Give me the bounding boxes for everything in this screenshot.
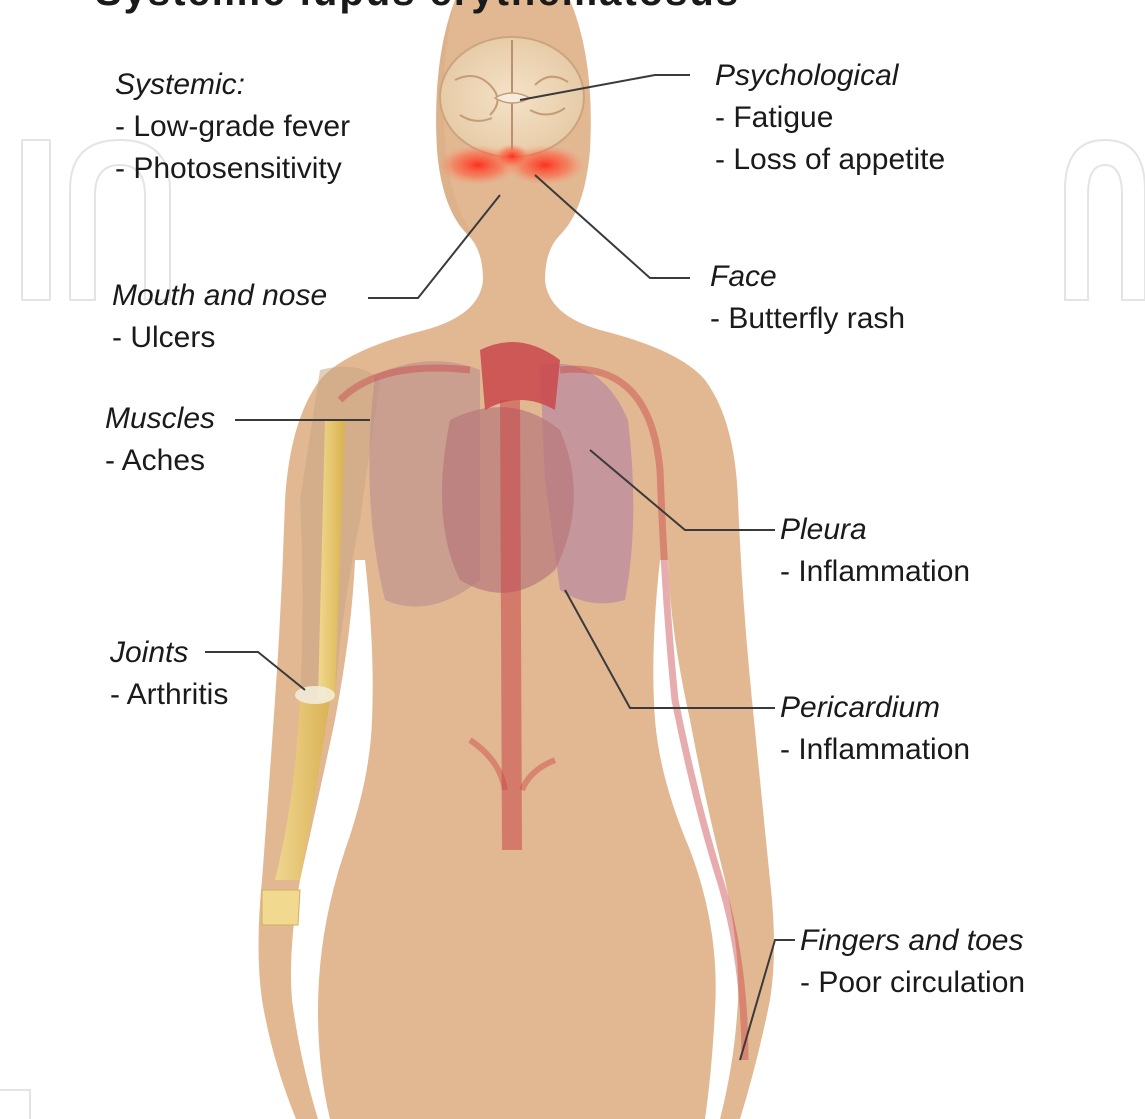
symptom-fatigue: - Fatigue [715, 97, 945, 139]
figure-title-text: Systemic lupus erythematosus [95, 0, 740, 14]
region-systemic: Systemic: [115, 64, 350, 106]
symptom-pericardium-inflammation: - Inflammation [780, 729, 970, 771]
label-face: Face - Butterfly rash [710, 256, 905, 340]
label-mouth-nose: Mouth and nose - Ulcers [112, 275, 327, 359]
region-fingers-toes: Fingers and toes [800, 920, 1025, 962]
label-systemic: Systemic: - Low-grade fever - Photosensi… [115, 64, 350, 190]
symptom-poor-circulation: - Poor circulation [800, 962, 1025, 1004]
brain-illustration [440, 37, 584, 157]
region-pleura: Pleura [780, 509, 970, 551]
region-joints: Joints [110, 632, 228, 674]
symptom-pleura-inflammation: - Inflammation [780, 551, 970, 593]
region-muscles: Muscles [105, 398, 215, 440]
region-mouth-nose: Mouth and nose [112, 275, 327, 317]
symptom-aches: - Aches [105, 440, 215, 482]
symptom-arthritis: - Arthritis [110, 674, 228, 716]
symptom-low-grade-fever: - Low-grade fever [115, 106, 350, 148]
region-psychological: Psychological [715, 55, 945, 97]
label-joints: Joints - Arthritis [110, 632, 228, 716]
label-fingers-toes: Fingers and toes - Poor circulation [800, 920, 1025, 1004]
figure-title: Systemic lupus erythematosus [0, 0, 1145, 14]
label-muscles: Muscles - Aches [105, 398, 215, 482]
label-pericardium: Pericardium - Inflammation [780, 687, 970, 771]
symptom-loss-of-appetite: - Loss of appetite [715, 139, 945, 181]
symptom-butterfly-rash: - Butterfly rash [710, 298, 905, 340]
symptom-ulcers: - Ulcers [112, 317, 327, 359]
label-psychological: Psychological - Fatigue - Loss of appeti… [715, 55, 945, 181]
symptom-photosensitivity: - Photosensitivity [115, 148, 350, 190]
region-face: Face [710, 256, 905, 298]
label-pleura: Pleura - Inflammation [780, 509, 970, 593]
region-pericardium: Pericardium [780, 687, 970, 729]
